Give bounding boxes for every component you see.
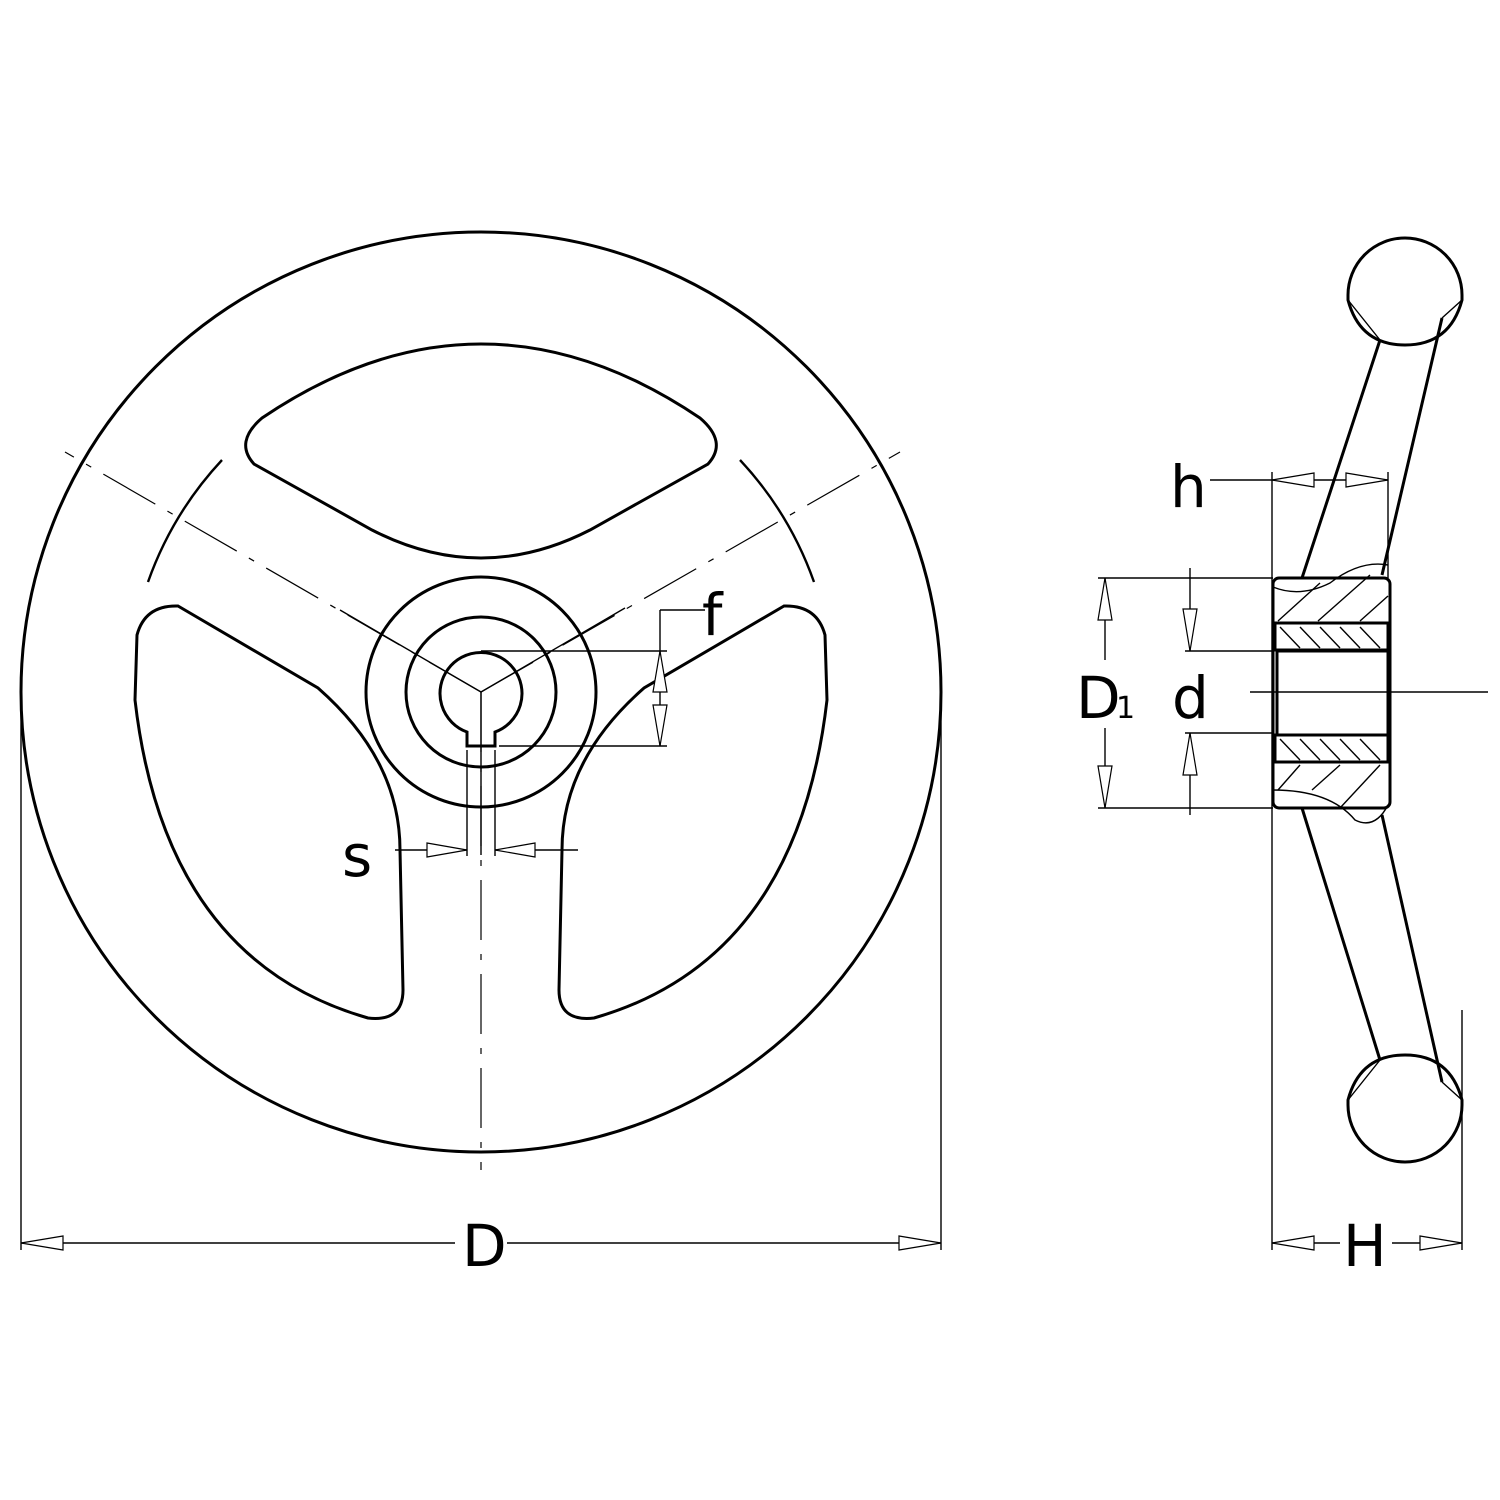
partial-arc-right <box>739 459 816 583</box>
H-arrow-right <box>1419 1235 1463 1251</box>
f-arrow-top <box>652 650 668 693</box>
spoke-lower-inner <box>1347 1059 1463 1101</box>
bore-with-keyway <box>438 651 524 748</box>
centerline-solid-right <box>480 607 626 693</box>
f-arrow-bottom <box>652 704 668 747</box>
h-arrow-right <box>1345 472 1389 488</box>
bushing-top <box>1273 621 1390 652</box>
f-label: f <box>702 581 724 649</box>
D1-arrow-bottom <box>1097 765 1113 809</box>
d-label: d <box>1172 664 1209 732</box>
H-arrow-left <box>1271 1235 1315 1251</box>
s-arrow-right <box>494 842 536 858</box>
hatching <box>1277 574 1389 809</box>
centerline-right <box>480 451 901 693</box>
D1-label: D <box>1076 664 1121 732</box>
D1-subscript: 1 <box>1116 691 1135 726</box>
h-label: h <box>1170 453 1207 521</box>
front-view: s f D <box>19 230 943 1280</box>
d-arrow-bottom <box>1182 732 1198 776</box>
centerline-left <box>64 451 482 693</box>
d-arrow-top <box>1182 608 1198 652</box>
H-label-bg <box>1340 1205 1392 1275</box>
break-line-top <box>1272 563 1389 593</box>
H-label: H <box>1343 1212 1387 1280</box>
spoke-upper <box>1300 317 1444 579</box>
bushing-bottom <box>1273 733 1390 764</box>
h-arrow-left <box>1271 472 1315 488</box>
partial-arc-left <box>146 459 223 583</box>
D1-arrow-top <box>1097 577 1113 621</box>
spoke-upper-inner <box>1347 299 1463 341</box>
rim-top <box>1346 236 1464 347</box>
spoke-lower <box>1300 807 1444 1083</box>
window-top <box>244 342 718 560</box>
D-arrow-right <box>898 1235 942 1251</box>
D-label: D <box>462 1212 507 1280</box>
break-line-bottom <box>1272 789 1389 824</box>
s-label: s <box>342 822 372 890</box>
D-arrow-left <box>20 1235 64 1251</box>
side-view: H h D 1 d <box>1076 236 1488 1280</box>
centerline-solid-left <box>339 609 482 693</box>
bore-section <box>1275 649 1390 737</box>
rim-bottom <box>1346 1053 1464 1164</box>
s-arrow-left <box>426 842 468 858</box>
window-lower-right <box>557 604 829 1020</box>
hub-section <box>1271 576 1392 810</box>
window-lower-left <box>133 604 405 1020</box>
